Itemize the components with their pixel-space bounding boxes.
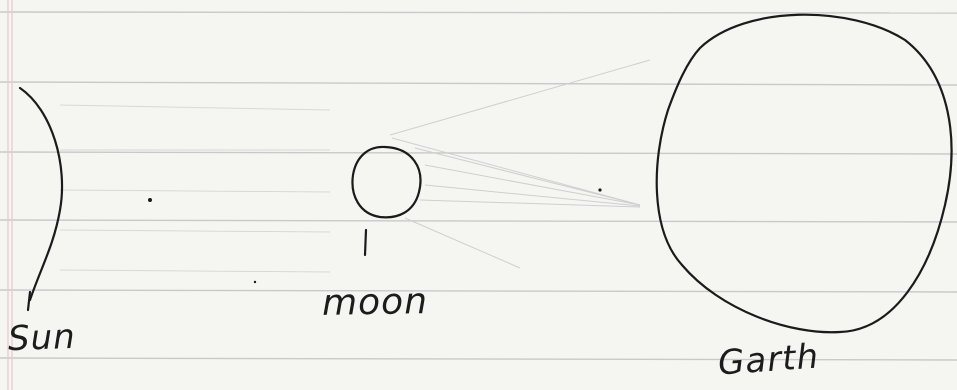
earth-label: Garth [717,337,821,384]
sun-label: Sun [7,317,76,359]
ruled-lines [0,12,957,360]
shadow-cone [390,60,650,268]
earth-shape [657,15,952,333]
moon-pointer [365,230,366,255]
moon-shape [352,147,420,217]
sun-rays [60,105,330,272]
moon-label: moon [322,281,429,324]
sun-shape [20,88,62,300]
sun-pointer [28,292,30,310]
stray-dots [148,188,602,283]
